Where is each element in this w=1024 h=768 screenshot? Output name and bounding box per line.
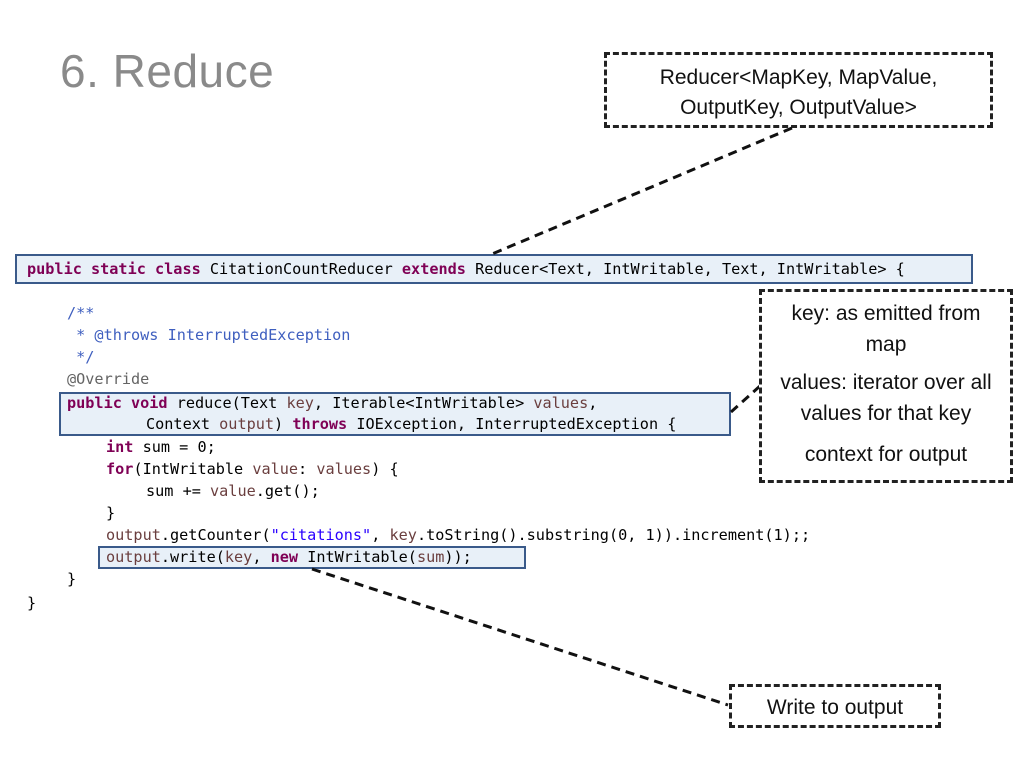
signature-connector-line xyxy=(491,126,793,256)
code-method-signature-line2: Context output) throws IOException, Inte… xyxy=(146,413,676,435)
code-variable: output xyxy=(106,548,161,566)
code-comment-open: /** xyxy=(67,304,95,322)
code-close-class: } xyxy=(27,594,37,612)
code-text: ) { xyxy=(371,460,399,478)
write-output-text: Write to output xyxy=(766,696,904,719)
code-text: sum = 0; xyxy=(133,438,216,456)
code-text: , xyxy=(252,548,271,566)
code-variable: value xyxy=(252,460,299,478)
write-output-callout: Write to output xyxy=(729,684,941,728)
params-key-text: key: as emitted from map xyxy=(791,302,981,356)
code-text: .getCounter( xyxy=(160,526,271,544)
code-text: , xyxy=(371,526,390,544)
code-text: .get(); xyxy=(255,482,320,500)
code-sum-declaration: int sum = 0; xyxy=(106,436,216,458)
code-keyword: throws xyxy=(292,415,348,433)
code-variable: value xyxy=(210,482,256,500)
code-text: CitationCountReducer xyxy=(200,260,402,278)
code-keyword: for xyxy=(106,460,134,478)
code-text: reduce(Text xyxy=(167,394,287,412)
code-text: IntWritable( xyxy=(298,548,417,566)
code-text: sum xyxy=(146,482,174,500)
code-keyword: int xyxy=(106,438,134,456)
code-text: , xyxy=(588,394,598,412)
code-variable: values xyxy=(533,394,589,412)
write-connector-line xyxy=(311,567,729,707)
code-variable: key xyxy=(224,548,253,566)
code-keyword: extends xyxy=(401,260,466,278)
code-close-method: } xyxy=(67,570,77,588)
code-class-declaration: public static class CitationCountReducer… xyxy=(27,258,905,280)
params-context-text: context for output xyxy=(804,443,968,466)
code-variable: values xyxy=(316,460,372,478)
code-keyword: public void xyxy=(67,394,168,412)
code-text: .write( xyxy=(160,548,225,566)
code-text: IOException, InterruptedException { xyxy=(347,415,677,433)
params-values-text: values: iterator over all values for tha… xyxy=(780,371,992,425)
code-comment-throws: * @throws InterruptedException xyxy=(67,326,351,344)
class-declaration-highlight xyxy=(15,254,973,284)
code-text: Context xyxy=(146,415,220,433)
code-text: += xyxy=(173,482,211,500)
code-text: : xyxy=(298,460,317,478)
code-variable: sum xyxy=(416,548,445,566)
code-output-write: output.write(key, new IntWritable(sum)); xyxy=(106,546,472,568)
code-variable: key xyxy=(389,526,417,544)
method-signature-highlight xyxy=(59,392,731,436)
code-text: ) xyxy=(274,415,293,433)
code-keyword: new xyxy=(270,548,299,566)
code-for-loop: for(IntWritable value: values) { xyxy=(106,458,399,480)
code-method-signature-line1: public void reduce(Text key, Iterable<In… xyxy=(67,392,597,414)
code-text: .toString().substring(0, 1)).increment(1… xyxy=(416,526,811,544)
code-text: )); xyxy=(444,548,472,566)
code-text: (IntWritable xyxy=(133,460,253,478)
reducer-signature-text: Reducer<MapKey, MapValue, OutputKey, Out… xyxy=(659,66,938,119)
code-comment-close: */ xyxy=(67,348,95,366)
write-statement-highlight xyxy=(98,546,526,569)
params-connector-line xyxy=(729,384,762,414)
code-keyword: public static class xyxy=(27,260,201,278)
code-text: Reducer<Text, IntWritable, Text, IntWrit… xyxy=(465,260,905,278)
code-string: "citations" xyxy=(270,526,372,544)
slide-title: 6. Reduce xyxy=(60,45,275,97)
code-override-annotation: @Override xyxy=(67,370,150,388)
params-callout: key: as emitted from map values: iterato… xyxy=(759,289,1013,483)
code-counter-increment: output.getCounter("citations", key.toStr… xyxy=(106,524,810,546)
code-close-for: } xyxy=(106,504,116,522)
code-variable: output xyxy=(219,415,275,433)
code-variable: key xyxy=(286,394,314,412)
code-text: , Iterable<IntWritable> xyxy=(313,394,534,412)
code-variable: output xyxy=(106,526,161,544)
reducer-signature-callout: Reducer<MapKey, MapValue, OutputKey, Out… xyxy=(604,52,993,128)
code-sum-add: sum += value.get(); xyxy=(146,480,320,502)
